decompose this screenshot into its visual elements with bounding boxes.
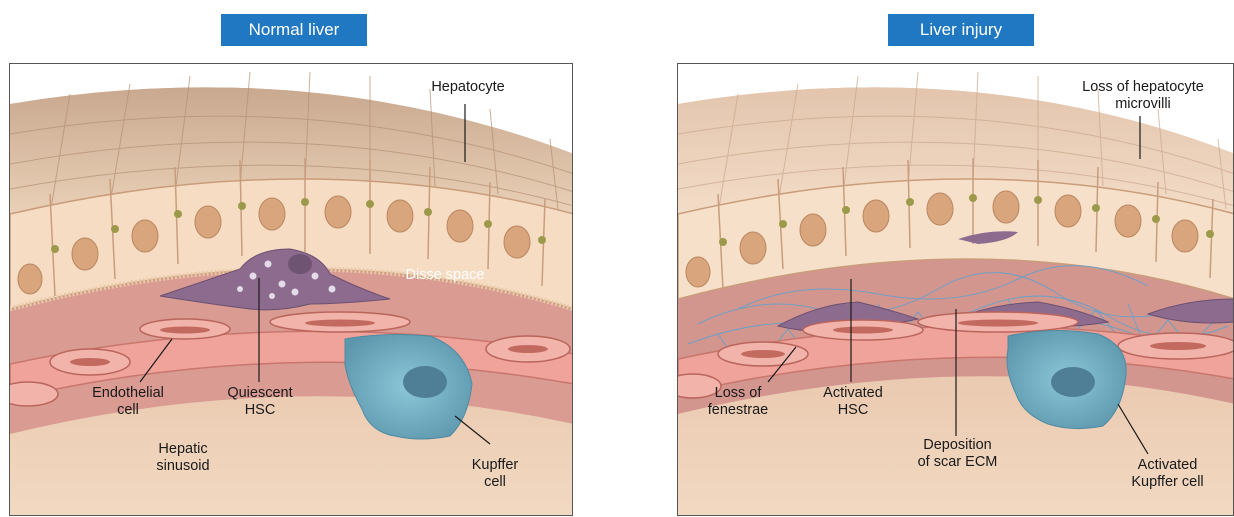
label-disse-space: Disse space [390, 267, 500, 284]
label-activated-hsc: Activated HSC [808, 385, 898, 419]
label-hepatic-sinusoid: Hepatic sinusoid [138, 441, 228, 475]
normal-liver-panel: Hepatocyte Disse space Endothelial cell … [9, 63, 573, 516]
label-endothelial-cell: Endothelial cell [78, 385, 178, 419]
liver-injury-title: Liver injury [888, 14, 1034, 46]
normal-liver-illustration [10, 64, 573, 516]
label-hepatocyte: Hepatocyte [408, 79, 528, 96]
label-deposition-of-scar-ecm: Deposition of scar ECM [900, 437, 1015, 471]
label-activated-kupffer-cell: Activated Kupffer cell [1105, 457, 1230, 491]
label-quiescent-hsc: Quiescent HSC [215, 385, 305, 419]
label-loss-of-fenestrae: Loss of fenestrae [698, 385, 778, 419]
label-loss-of-hepatocyte-microvilli: Loss of hepatocyte microvilli [1048, 79, 1234, 113]
label-kupffer-cell: Kupffer cell [455, 457, 535, 491]
liver-injury-panel: Loss of hepatocyte microvilli Loss of fe… [677, 63, 1234, 516]
normal-liver-title: Normal liver [221, 14, 367, 46]
